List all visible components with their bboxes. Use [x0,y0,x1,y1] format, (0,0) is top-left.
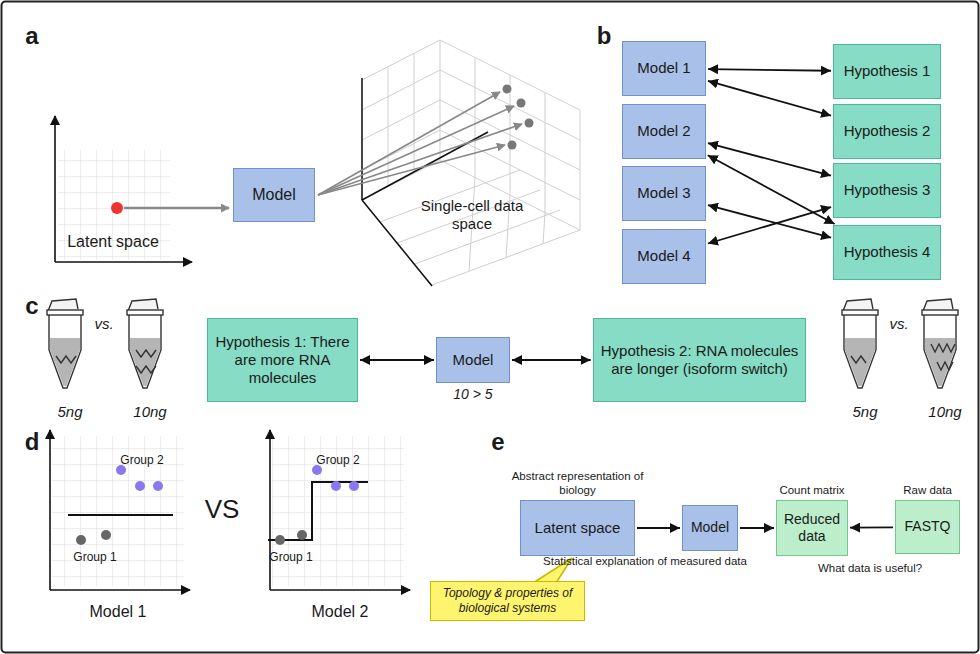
box-label: Reduced data [783,511,841,545]
box-label: FASTQ [905,518,951,535]
box-label: Model [453,351,494,369]
panel-letter: c [25,292,38,321]
latent-plot [55,116,229,262]
annotation-text: Raw data [903,483,952,497]
model-plot-1 [50,430,190,590]
plot-label: Group 1 [269,550,312,564]
box-label: Hypothesis 4 [844,243,931,261]
plot-label: vs. [94,315,113,333]
process-box: Model 2 [622,104,706,159]
box-label: Latent space [535,519,621,537]
connector-arrow [708,69,831,71]
plot-label: Latent space [67,232,159,251]
callout-box: Topology & properties of biological syst… [430,581,585,620]
tubes [47,299,958,388]
plot-label: vs. [889,315,908,333]
plot-label: 10ng [928,403,961,421]
connector-arrow [708,143,831,176]
model-plot-2 [268,430,410,590]
connector-arrow [708,205,831,238]
process-box: Model 1 [622,41,706,96]
panel-letter: d [25,428,40,457]
plot-label: Group 1 [73,550,116,564]
process-box: Hypothesis 1 [833,44,941,99]
box-label: Hypothesis 3 [844,181,931,199]
process-box: Hypothesis 4 [833,225,941,280]
box-label: Hypothesis 2 [844,122,931,140]
process-box: Abstract representation of biologyLatent… [520,500,635,556]
box-label: Model 4 [637,247,690,265]
annotation-text: 10 > 5 [453,386,492,403]
process-box: Hypothesis 3 [833,163,941,218]
box-label: Topology & properties of biological syst… [437,586,578,615]
plot-label: Single-cell data space [417,197,527,233]
box-label: Model 2 [637,122,690,140]
connector-arrow [360,359,434,361]
plot-label: Model 1 [90,602,147,621]
panel-letter: e [491,428,504,457]
process-box: Model10 > 5 [436,337,510,383]
connector-arrow [708,155,835,224]
connector-arrow [740,527,774,529]
process-box: Model 3 [622,166,706,221]
process-box: Model [233,168,315,222]
process-box: Raw dataFASTQ [895,500,960,554]
box-label: Model [691,519,729,536]
process-box: Hypothesis 2: RNA molecules are longer (… [593,318,807,402]
box-label: Model 1 [637,59,690,77]
connector-arrow [637,527,680,529]
connector-arrow [708,207,831,243]
box-label: Hypothesis 1: There are more RNA molecul… [214,333,351,388]
connector-arrow [850,526,893,528]
box-label: Hypothesis 1 [844,62,931,80]
box-label: Model 3 [637,184,690,202]
panel-letter: b [597,22,612,51]
process-box: Hypothesis 2 [833,104,941,159]
plot-label: 5ng [852,403,877,421]
plot-label: 10ng [133,403,166,421]
plot-label: Model 2 [312,602,369,621]
panel-letter: a [25,22,38,51]
process-box: Count matrixReduced data [776,500,848,556]
annotation-text: Abstract representation of biology [493,469,663,497]
plot-label: 5ng [57,403,82,421]
process-box: Hypothesis 1: There are more RNA molecul… [207,318,358,402]
plot-label: Group 2 [120,453,163,467]
process-box: ModelStatistical explanation of measured… [682,505,738,551]
process-box: Model 4 [622,229,706,284]
box-label: Model [252,185,296,205]
box-label: Hypothesis 2: RNA molecules are longer (… [600,342,800,379]
annotation-text: Count matrix [779,483,844,497]
connector-arrow [512,359,591,361]
connector-arrow [708,81,831,116]
projection-arrows [318,92,522,195]
plot-label: What data is useful? [818,562,922,576]
annotation-text: Statistical explanation of measured data [543,554,747,568]
data-points [503,85,534,150]
plot-label: VS [205,494,240,525]
data-space-plot [362,40,580,285]
plot-label: Group 2 [316,453,359,467]
